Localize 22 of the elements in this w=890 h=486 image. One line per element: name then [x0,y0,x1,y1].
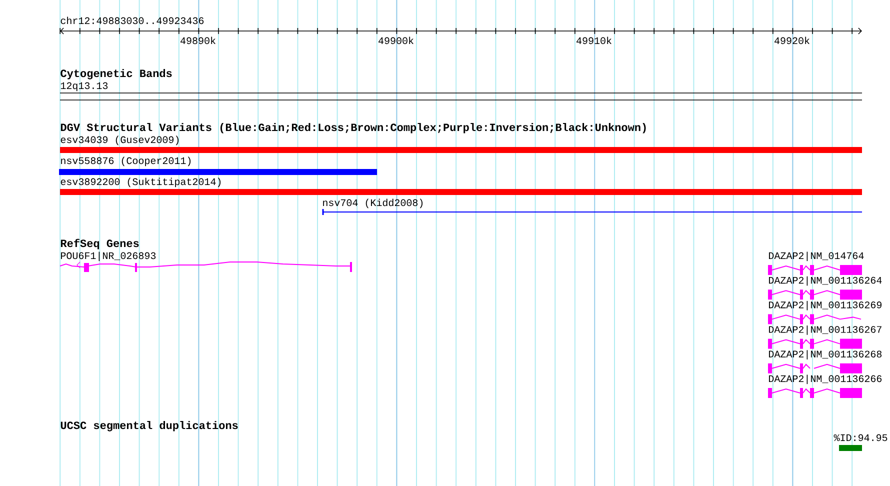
track-title: Cytogenetic Bands [60,69,172,80]
gene-label: DAZAP2|NM_001136267 [769,326,882,335]
tick-label: 49920k [774,36,810,44]
track-title: UCSC segmental duplications [60,421,238,432]
variant-label: esv34039 (Gusev2009) [60,136,179,146]
gene-label: DAZAP2|NM_001136268 [769,350,882,360]
gene-label: DAZAP2|NM_014764 [769,252,864,262]
duplication-label: %ID:94.95 [834,434,888,442]
track-title: DGV Structural Variants (Blue:Gain;Red:Loss;Brown:Complex;Purple:Inversion;Black:Unknown) [60,123,646,134]
tick-label: 49900k [378,36,414,44]
gene-label: DAZAP2|NM_001136269 [769,300,882,310]
variant-label: esv3892200 (Suktitipat2014) [60,178,221,188]
variant-label: nsv558876 (Cooper2011) [61,156,191,166]
tick-label: 49910k [576,36,612,44]
track-title: RefSeq Genes [60,238,139,250]
position-label: chr12:49883030..49923436 [60,16,204,24]
variant-label: nsv704 (Kidd2008) [323,198,423,208]
gene-label: DAZAP2|NM_001136264 [769,276,882,286]
tick-label: 49890k [180,36,216,44]
gene-label: POU6F1|NR_026893 [61,252,156,262]
band-label: 12q13.13 [60,82,108,92]
gene-label: DAZAP2|NM_001136266 [769,374,882,384]
